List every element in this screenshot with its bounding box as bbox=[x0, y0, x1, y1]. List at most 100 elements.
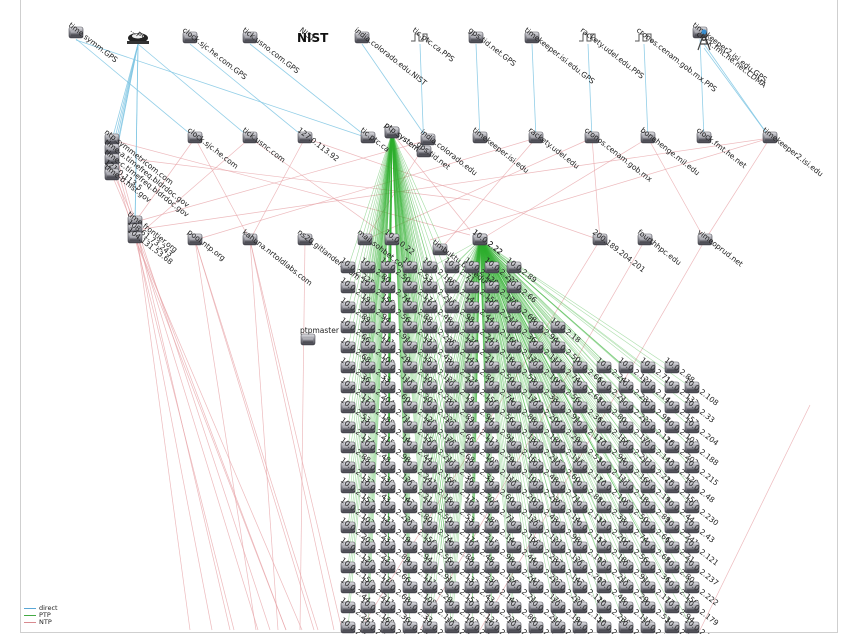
server-icon bbox=[402, 281, 418, 294]
source-node-6[interactable]: tic.ptc.ca.PPS bbox=[411, 25, 457, 63]
server-icon bbox=[402, 261, 418, 274]
ptp-edge-a-5 bbox=[347, 132, 393, 369]
server-icon bbox=[684, 481, 700, 494]
server-icon bbox=[528, 381, 544, 394]
server-icon bbox=[484, 441, 500, 454]
stratum1-node-10[interactable]: bonehenge.mil.edu bbox=[639, 125, 702, 177]
server-icon bbox=[422, 441, 438, 454]
stratum1-node-8[interactable]: rackety.udel.edu bbox=[527, 125, 582, 170]
ptp-edge-a-66 bbox=[391, 132, 411, 449]
server-icon bbox=[618, 621, 634, 634]
stratum1-node-7-label: timekeeper.isi.edu bbox=[471, 125, 531, 175]
stratum1-node-0[interactable]: clock.sjc.he.com bbox=[186, 125, 240, 170]
server-icon bbox=[187, 233, 203, 246]
server-icon bbox=[618, 601, 634, 614]
server-icon bbox=[402, 561, 418, 574]
ntp-edge-33 bbox=[249, 239, 279, 631]
isolated-node-0[interactable]: ptpmaster bbox=[300, 326, 340, 346]
ptp-edge-b-92 bbox=[429, 239, 481, 589]
server-icon bbox=[464, 301, 480, 314]
server-icon bbox=[464, 441, 480, 454]
ptp-edge-a-84 bbox=[391, 132, 431, 429]
server-icon bbox=[684, 461, 700, 474]
source-node-7[interactable]: gps.tid.net.GPS bbox=[467, 25, 518, 68]
server-icon bbox=[572, 401, 588, 414]
server-icon bbox=[464, 381, 480, 394]
stratum2-node-12[interactable]: vimeoprud.net bbox=[696, 227, 745, 268]
ptp-edge-b-270 bbox=[479, 239, 673, 589]
stratum1-node-2[interactable]: 127.0.113.92 bbox=[296, 125, 341, 163]
source-node-0[interactable]: time.symm.GPS bbox=[67, 20, 120, 64]
server-icon bbox=[422, 301, 438, 314]
ptp-edge-a-41 bbox=[387, 132, 393, 329]
server-icon bbox=[528, 541, 544, 554]
server-icon bbox=[640, 501, 656, 514]
server-icon bbox=[484, 281, 500, 294]
server-icon bbox=[472, 233, 488, 246]
server-icon bbox=[444, 301, 460, 314]
server-icon bbox=[422, 501, 438, 514]
ntp-edge-41 bbox=[111, 139, 471, 236]
server-icon bbox=[422, 621, 438, 634]
server-icon bbox=[340, 461, 356, 474]
server-icon bbox=[664, 461, 680, 474]
ntp-edge-9 bbox=[249, 137, 306, 241]
ptp-edge-b-172 bbox=[479, 239, 537, 349]
server-icon bbox=[360, 441, 376, 454]
ptp-edge-a-90 bbox=[391, 132, 431, 549]
server-icon bbox=[402, 321, 418, 334]
server-icon bbox=[360, 401, 376, 414]
ptp-edge-a-71 bbox=[391, 132, 411, 549]
server-icon bbox=[572, 481, 588, 494]
server-icon bbox=[528, 401, 544, 414]
source-node-2-label: clock.sjc.he.com.GPS bbox=[181, 25, 249, 81]
server-icon bbox=[664, 401, 680, 414]
source-node-3[interactable]: tick.usno.com.GPS bbox=[241, 25, 302, 75]
server-icon bbox=[464, 481, 480, 494]
ntp-edge-6 bbox=[194, 137, 251, 241]
server-icon bbox=[618, 541, 634, 554]
server-icon bbox=[104, 153, 120, 166]
legend-item-direct: direct bbox=[24, 605, 58, 612]
server-icon bbox=[444, 341, 460, 354]
server-icon bbox=[444, 461, 460, 474]
ptp-edge-a-57 bbox=[391, 132, 411, 269]
ptp-edge-a-14 bbox=[347, 132, 393, 549]
server-icon bbox=[380, 381, 396, 394]
server-icon bbox=[484, 321, 500, 334]
ptp-edge-a-96 bbox=[391, 132, 453, 289]
server-icon bbox=[402, 301, 418, 314]
server-icon bbox=[506, 621, 522, 634]
direct-edge-1 bbox=[137, 43, 251, 139]
server-icon bbox=[640, 421, 656, 434]
stratum1-node-1[interactable]: tick.usnc.com bbox=[241, 125, 287, 164]
source-node-1[interactable]: ...PS bbox=[127, 25, 149, 44]
stratum1-node-12[interactable]: timekeeper2.isi.edu bbox=[761, 125, 825, 178]
server-icon bbox=[592, 233, 608, 246]
ptp-edge-b-97 bbox=[451, 239, 481, 309]
ptp-edge-a-107 bbox=[391, 132, 453, 509]
server-icon bbox=[422, 601, 438, 614]
server-icon bbox=[684, 621, 700, 634]
stratum2-node-11[interactable]: fourthhpc.edu bbox=[636, 227, 683, 267]
stratum1-node-7[interactable]: timekeeper.isi.edu bbox=[471, 125, 531, 175]
server-icon bbox=[484, 581, 500, 594]
server-icon bbox=[506, 581, 522, 594]
source-node-3-label: tick.usno.com.GPS bbox=[241, 25, 302, 75]
server-icon bbox=[596, 461, 612, 474]
ntp-edge-19 bbox=[134, 137, 771, 231]
source-node-2[interactable]: clock.sjc.he.com.GPS bbox=[181, 25, 249, 81]
ntp-edge-16 bbox=[364, 137, 593, 241]
server-icon bbox=[300, 333, 316, 346]
ptp-edge-a-72 bbox=[391, 132, 411, 569]
server-icon bbox=[340, 621, 356, 634]
ntp-edge-7 bbox=[134, 137, 251, 239]
server-icon bbox=[357, 233, 373, 246]
server-icon bbox=[528, 341, 544, 354]
ptp-edge-a-104 bbox=[391, 132, 453, 449]
stratum2-node-3[interactable]: pool.ntp.org bbox=[186, 227, 228, 262]
server-icon bbox=[640, 521, 656, 534]
